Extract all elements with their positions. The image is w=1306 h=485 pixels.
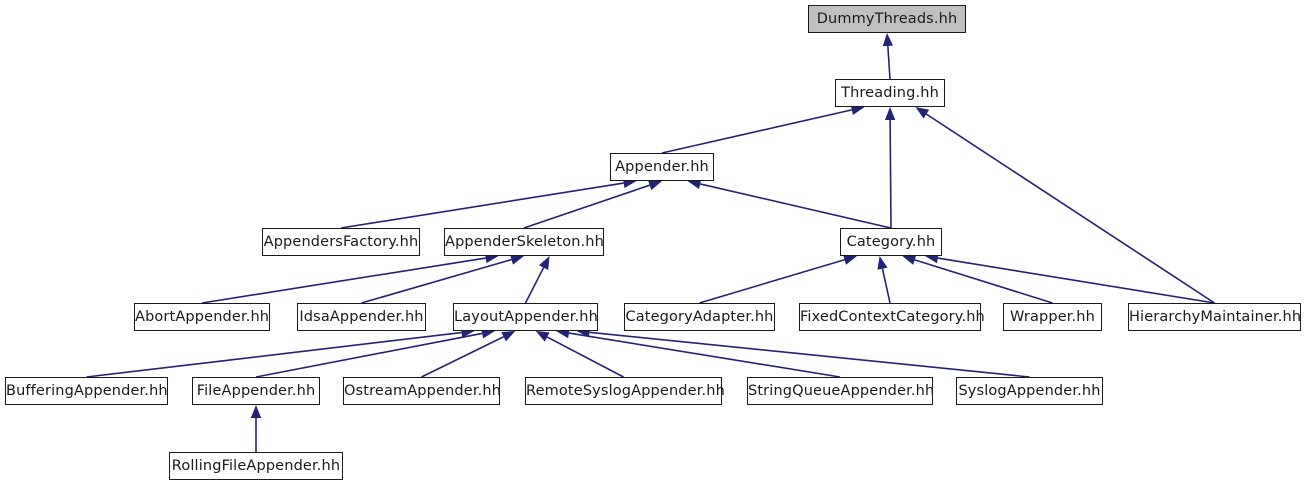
node-syslogappender[interactable]: SyslogAppender.hh <box>956 377 1103 405</box>
node-label: Appender.hh <box>615 159 709 175</box>
node-fixedcontextcategory[interactable]: FixedContextCategory.hh <box>799 303 985 331</box>
arrowhead-categoryadapter-to-category <box>843 254 857 265</box>
node-category[interactable]: Category.hh <box>840 228 942 256</box>
node-label: RemoteSyslogAppender.hh <box>526 383 725 399</box>
arrowhead-wrapper-to-category <box>902 254 917 265</box>
node-label: AppenderSkeleton.hh <box>445 234 604 250</box>
node-label: CategoryAdapter.hh <box>625 309 774 325</box>
node-label: AbortAppender.hh <box>135 309 270 325</box>
node-label: SyslogAppender.hh <box>958 383 1101 399</box>
edge-layoutappender-to-appenderskeleton <box>524 267 545 304</box>
node-label: FixedContextCategory.hh <box>800 309 985 325</box>
arrowhead-rollingfileappender-to-fileappender <box>250 405 262 418</box>
node-idsaappender[interactable]: IdsaAppender.hh <box>297 303 426 331</box>
node-appendersfactory[interactable]: AppendersFactory.hh <box>262 228 420 256</box>
arrowhead-hierarchymaintainer-to-threading <box>915 107 930 119</box>
node-label: DummyThreads.hh <box>816 11 958 27</box>
node-rollingfileappender[interactable]: RollingFileAppender.hh <box>169 452 343 480</box>
node-label: BufferingAppender.hh <box>6 383 168 399</box>
node-remotesyslogappender[interactable]: RemoteSyslogAppender.hh <box>525 377 725 405</box>
edge-appenderskeleton-to-appender <box>523 184 650 229</box>
node-wrapper[interactable]: Wrapper.hh <box>1003 303 1102 331</box>
edge-hierarchymaintainer-to-threading <box>925 113 1215 304</box>
node-label: OstreamAppender.hh <box>344 383 502 399</box>
node-label: FileAppender.hh <box>196 383 316 399</box>
node-label: Category.hh <box>846 234 936 250</box>
arrowhead-ostreamappender-to-layoutappender <box>501 331 516 342</box>
node-appender[interactable]: Appender.hh <box>610 153 714 181</box>
node-fileappender[interactable]: FileAppender.hh <box>192 377 320 405</box>
node-label: Threading.hh <box>841 85 939 101</box>
edge-category-to-threading <box>889 119 892 229</box>
node-stringqueueappender[interactable]: StringQueueAppender.hh <box>747 377 935 405</box>
edge-fixedcontextcategory-to-category <box>881 268 891 304</box>
node-categoryadapter[interactable]: CategoryAdapter.hh <box>624 303 775 331</box>
node-ostreamappender[interactable]: OstreamAppender.hh <box>343 377 502 405</box>
edge-ostreamappender-to-layoutappender <box>421 336 504 378</box>
node-abortappender[interactable]: AbortAppender.hh <box>134 303 270 331</box>
edge-remotesyslogappender-to-layoutappender <box>546 336 624 378</box>
edge-abortappender-to-appenderskeleton <box>201 257 486 304</box>
edge-fileappender-to-layoutappender <box>255 332 483 378</box>
edge-hierarchymaintainer-to-category <box>937 257 1215 304</box>
edge-category-to-appender <box>699 183 892 229</box>
node-label: LayoutAppender.hh <box>454 309 598 325</box>
arrowhead-fixedcontextcategory-to-category <box>877 256 888 270</box>
node-threading[interactable]: Threading.hh <box>835 79 945 107</box>
node-dummythreads[interactable]: DummyThreads.hh <box>808 5 966 33</box>
arrowhead-idsaappender-to-appenderskeleton <box>510 254 524 265</box>
node-layoutappender[interactable]: LayoutAppender.hh <box>453 303 598 331</box>
node-bufferingappender[interactable]: BufferingAppender.hh <box>5 377 168 405</box>
node-label: AppendersFactory.hh <box>263 234 419 250</box>
edge-stringqueueappender-to-layoutappender <box>568 332 841 378</box>
arrowhead-appenderskeleton-to-appender <box>648 180 662 191</box>
arrowhead-threading-to-dummythreads <box>882 33 894 47</box>
edge-appender-to-threading <box>661 109 852 154</box>
node-label: RollingFileAppender.hh <box>171 458 341 474</box>
arrowhead-remotesyslogappender-to-layoutappender <box>535 331 550 342</box>
edge-wrapper-to-category <box>914 259 1053 304</box>
edge-syslogappender-to-layoutappender <box>589 331 1030 378</box>
arrowhead-layoutappender-to-appenderskeleton <box>538 256 550 270</box>
node-label: StringQueueAppender.hh <box>748 383 935 399</box>
edge-categoryadapter-to-category <box>699 258 845 304</box>
node-label: IdsaAppender.hh <box>299 309 424 325</box>
edge-appendersfactory-to-appender <box>340 182 624 229</box>
edge-idsaappender-to-appenderskeleton <box>361 258 512 304</box>
node-label: Wrapper.hh <box>1010 309 1095 325</box>
edge-bufferingappender-to-layoutappender <box>86 331 462 378</box>
node-appenderskeleton[interactable]: AppenderSkeleton.hh <box>444 228 604 256</box>
node-hierarchymaintainer[interactable]: HierarchyMaintainer.hh <box>1128 303 1301 331</box>
node-label: HierarchyMaintainer.hh <box>1129 309 1302 325</box>
edge-threading-to-dummythreads <box>887 45 891 80</box>
arrowhead-category-to-threading <box>884 107 896 121</box>
